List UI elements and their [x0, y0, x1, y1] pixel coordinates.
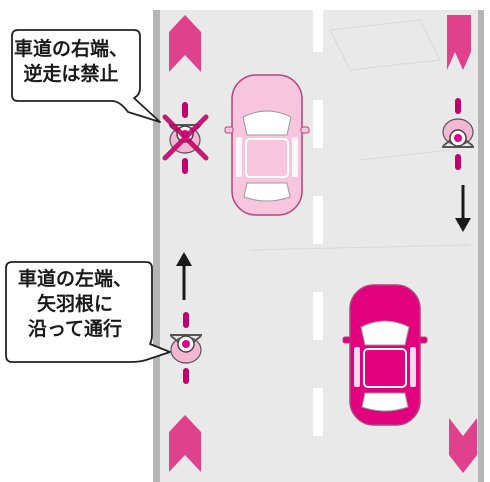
chevron-up-marking-icon: [169, 15, 201, 72]
callout-wrong-way-text: 車道の右端、 逆走は禁止: [10, 37, 132, 87]
center-lane-marking: [313, 10, 323, 436]
car-top-view-icon: [342, 284, 428, 426]
chevron-down-marking-icon: [449, 418, 477, 473]
chevron-up-marking-icon: [169, 415, 201, 472]
callout-line: 逆走は禁止: [23, 63, 119, 85]
callout-correct-way-text: 車道の左端、 矢羽根に 沿って通行: [4, 267, 146, 342]
road-edge-left: [153, 10, 160, 482]
prohibited-x-icon: [162, 114, 209, 161]
direction-arrow-up-icon: [176, 252, 192, 300]
callout-line: 車道の右端、: [13, 38, 128, 60]
callout-line: 沿って通行: [27, 318, 123, 340]
road-edge-right: [478, 10, 484, 482]
chevron-down-marking-icon: [447, 15, 471, 70]
car-top-view-icon: [224, 74, 310, 216]
direction-arrow-down-icon: [455, 185, 471, 232]
callout-bubble-wrong-way: [11, 29, 161, 123]
callout-bubble-correct-way: [5, 261, 171, 363]
callout-line: 矢羽根に: [36, 293, 113, 315]
callout-line: 車道の左端、: [17, 268, 132, 290]
